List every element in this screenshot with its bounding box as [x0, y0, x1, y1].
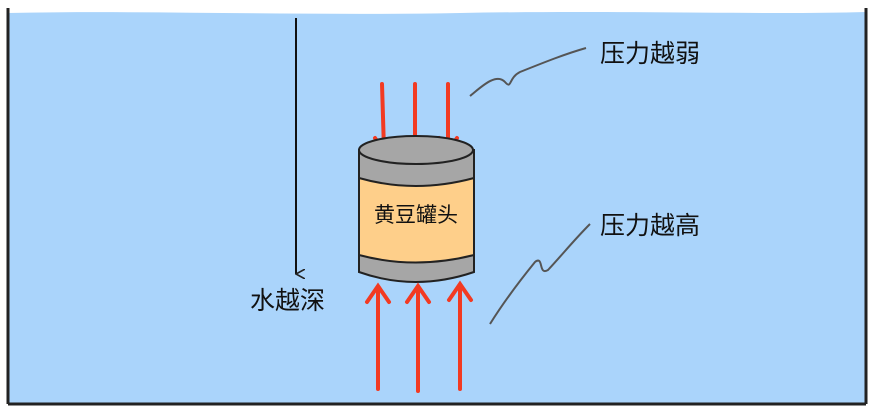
label-pressure-high: 压力越高	[600, 211, 700, 240]
pointer-weak	[469, 47, 587, 97]
bottom-arrow-2	[405, 282, 431, 393]
bottom-arrow-1	[365, 282, 391, 391]
label-deeper: 水越深	[250, 286, 325, 315]
pointer-high	[489, 223, 591, 325]
bottom-pressure-arrows	[365, 280, 473, 393]
can-label: 黄豆罐头	[374, 203, 458, 227]
bottom-arrow-3	[447, 280, 473, 391]
label-pressure-weak: 压力越弱	[600, 39, 700, 68]
bean-can: 黄豆罐头	[358, 135, 475, 283]
